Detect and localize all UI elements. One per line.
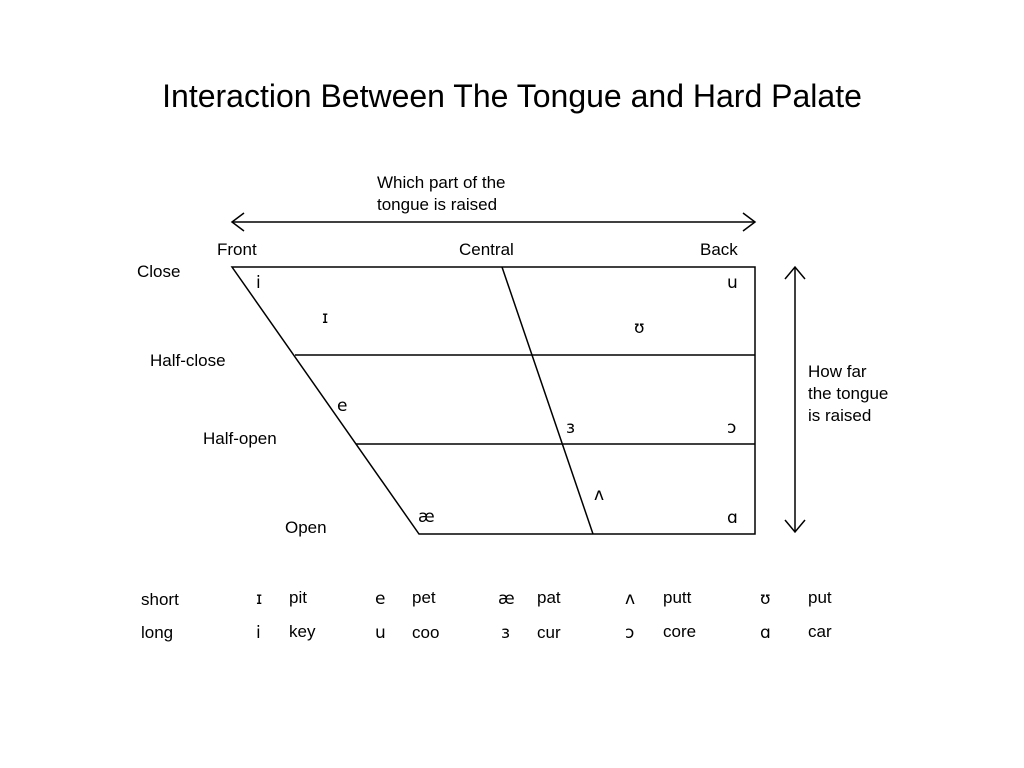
column-label-central: Central xyxy=(459,240,514,259)
key-long-word-2: coo xyxy=(412,623,439,642)
vowel-quadrilateral xyxy=(230,266,756,535)
key-short-word-3: pat xyxy=(537,588,561,607)
horizontal-caption-line-1: Which part of the xyxy=(377,173,506,192)
horizontal-double-arrow xyxy=(230,212,757,232)
vertical-caption-line-3: is raised xyxy=(808,406,871,425)
vowel-mid-front: e xyxy=(337,396,347,416)
slide-title: Interaction Between The Tongue and Hard … xyxy=(162,78,862,114)
key-short-word-4: putt xyxy=(663,588,692,607)
key-long-symbol-3: ɜ xyxy=(501,623,510,643)
key-short-word-2: pet xyxy=(412,588,436,607)
key-short-symbol-4: ʌ xyxy=(625,589,635,609)
row-label-half-close: Half-close xyxy=(150,351,226,370)
vowel-mid-back: ɔ xyxy=(727,418,736,438)
key-short-symbol-5: ʊ xyxy=(760,589,771,609)
vertical-caption-line-2: the tongue xyxy=(808,384,888,403)
key-long-word-5: car xyxy=(808,622,832,641)
row-label-close: Close xyxy=(137,262,180,281)
key-long-word-4: core xyxy=(663,622,696,641)
vowel-open-mid-central: ʌ xyxy=(594,485,604,505)
vowel-close-front: i xyxy=(256,273,261,293)
central-line xyxy=(501,266,594,535)
vowel-close-back: u xyxy=(727,273,738,293)
vertical-caption-line-1: How far xyxy=(808,362,867,381)
key-short-word-1: pit xyxy=(289,588,307,607)
column-label-back: Back xyxy=(700,240,738,259)
vowel-near-close-front: ɪ xyxy=(322,308,328,328)
horizontal-caption-line-2: tongue is raised xyxy=(377,195,497,214)
key-short-symbol-2: e xyxy=(375,589,385,609)
key-row-label-long: long xyxy=(141,623,173,642)
vowel-key: short ɪ pit e pet æ pat ʌ putt ʊ put lon… xyxy=(141,588,832,643)
vertical-double-arrow xyxy=(784,265,806,534)
row-label-open: Open xyxy=(285,518,327,537)
key-long-symbol-1: i xyxy=(256,623,261,643)
key-short-word-5: put xyxy=(808,588,832,607)
vowel-open-back: ɑ xyxy=(727,508,738,528)
row-label-half-open: Half-open xyxy=(203,429,277,448)
vowel-mid-central: ɜ xyxy=(566,418,575,438)
key-row-label-short: short xyxy=(141,590,179,609)
column-label-front: Front xyxy=(217,240,257,259)
key-long-symbol-4: ɔ xyxy=(625,623,634,643)
key-long-word-1: key xyxy=(289,622,316,641)
key-long-word-3: cur xyxy=(537,623,561,642)
key-long-symbol-5: ɑ xyxy=(760,623,771,643)
key-long-symbol-2: u xyxy=(375,623,386,643)
key-short-symbol-3: æ xyxy=(498,589,515,609)
vowel-near-close-back: ʊ xyxy=(634,318,645,338)
vowel-open-front: æ xyxy=(418,507,435,527)
key-short-symbol-1: ɪ xyxy=(256,589,262,609)
